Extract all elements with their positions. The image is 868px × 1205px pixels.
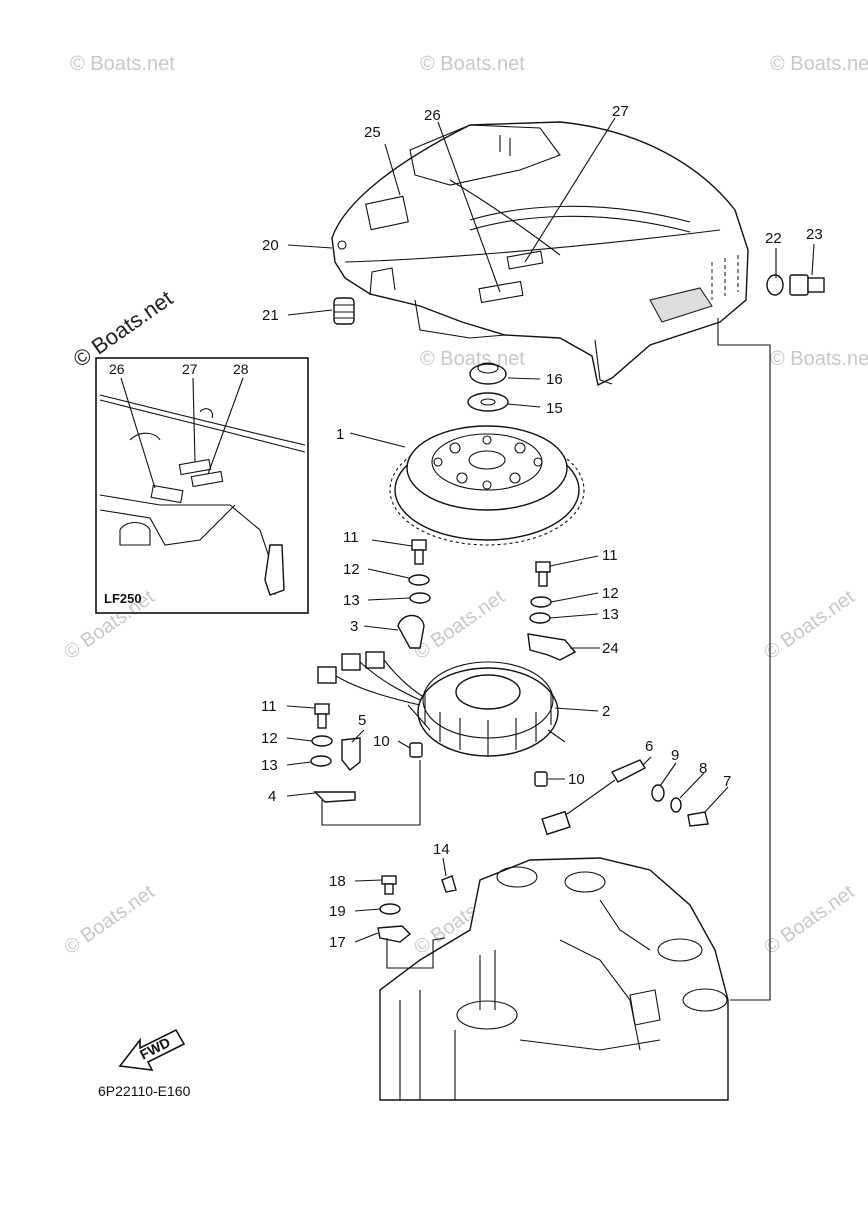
part-label: 18 xyxy=(329,873,346,890)
flywheel-washer xyxy=(467,392,509,412)
watermark: © Boats.net xyxy=(770,53,868,75)
clamp-4 xyxy=(313,791,356,803)
flywheel xyxy=(389,425,585,546)
washer-13-lower xyxy=(310,755,332,767)
wire-harness xyxy=(317,651,423,706)
part-label: 23 xyxy=(806,226,823,243)
part-label: 10 xyxy=(373,733,390,750)
part-label: 5 xyxy=(358,712,366,729)
part-label: 10 xyxy=(568,771,585,788)
part-label: 6 xyxy=(645,738,653,755)
watermark: © Boats.net xyxy=(420,53,525,75)
part-label: 4 xyxy=(268,788,276,805)
leader-lines xyxy=(120,117,815,943)
watermark: © Boats.net xyxy=(760,881,859,959)
grommet xyxy=(333,297,355,325)
stator xyxy=(407,661,566,757)
clamp-5 xyxy=(341,737,361,771)
part-label: 13 xyxy=(261,757,278,774)
engine-block xyxy=(379,857,729,1101)
part-label: 11 xyxy=(343,529,359,546)
decal-26 xyxy=(478,280,524,304)
part-label: 2 xyxy=(602,703,610,720)
diagram-code: 6P22110-E160 xyxy=(98,1083,191,1099)
part-label: 17 xyxy=(329,934,346,951)
part-label: 12 xyxy=(261,730,278,747)
fwd-arrow: FWD xyxy=(118,1028,186,1071)
washer-13-left xyxy=(409,592,431,604)
screw-11-right xyxy=(535,561,551,587)
plate-17 xyxy=(377,925,412,943)
part-label: 26 xyxy=(424,107,441,124)
washer-12-left xyxy=(408,574,430,586)
decal-27 xyxy=(506,250,544,270)
part-labels: 20 21 25 26 27 22 23 16 15 1 11 12 13 3 … xyxy=(109,103,823,951)
clamp-24 xyxy=(527,633,577,661)
watermark: © Boats.net xyxy=(760,586,859,664)
watermark: © Boats.net xyxy=(770,348,868,370)
watermark: © Boats.net xyxy=(60,881,159,959)
washer-12-lower xyxy=(311,735,333,747)
part-label: 15 xyxy=(546,400,563,417)
washer-12-right xyxy=(530,596,552,608)
part-label: 19 xyxy=(329,903,346,920)
part-label: 12 xyxy=(343,561,360,578)
clamp-3 xyxy=(397,614,425,649)
part-label: 13 xyxy=(602,606,619,623)
decal-25 xyxy=(365,195,409,231)
part-label: 14 xyxy=(433,841,450,858)
part-label: 11 xyxy=(261,698,277,715)
inset-lf250: LF250 xyxy=(95,357,309,614)
watermark: © Boats.net xyxy=(70,53,175,75)
pulser-coil xyxy=(541,759,709,836)
flywheel-cover xyxy=(331,121,749,387)
woodruff-key xyxy=(441,875,457,893)
part-label: 7 xyxy=(723,773,731,790)
part-label: 20 xyxy=(262,237,279,254)
part-label: 9 xyxy=(671,747,679,764)
part-label: 11 xyxy=(602,547,618,564)
screw-11-lower xyxy=(314,703,330,729)
part-label: 25 xyxy=(364,124,381,141)
part-label: 13 xyxy=(343,592,360,609)
collar-and-bolt xyxy=(766,274,825,296)
flywheel-nut xyxy=(469,362,507,385)
inset-part-label: 27 xyxy=(182,361,198,377)
part-label: 22 xyxy=(765,230,782,247)
washer-19 xyxy=(379,903,401,915)
part-label: 21 xyxy=(262,307,279,324)
part-label: 12 xyxy=(602,585,619,602)
dowel-10-left xyxy=(409,742,423,758)
inset-part-label: 26 xyxy=(109,361,125,377)
part-label: 1 xyxy=(336,426,344,443)
watermark-prominent: © Boats.net xyxy=(69,285,178,372)
dowel-10-right xyxy=(534,771,548,787)
washer-13-right xyxy=(529,612,551,624)
part-label: 16 xyxy=(546,371,563,388)
screw-18 xyxy=(381,875,397,895)
part-label: 8 xyxy=(699,760,707,777)
part-label: 3 xyxy=(350,618,358,635)
watermark: © Boats.net xyxy=(420,348,525,370)
part-label: 24 xyxy=(602,640,619,657)
screw-11-top xyxy=(411,539,427,565)
inset-part-label: 28 xyxy=(233,361,249,377)
inset-title: LF250 xyxy=(104,591,142,606)
boundary-lines xyxy=(321,318,771,1001)
part-label: 27 xyxy=(612,103,629,120)
